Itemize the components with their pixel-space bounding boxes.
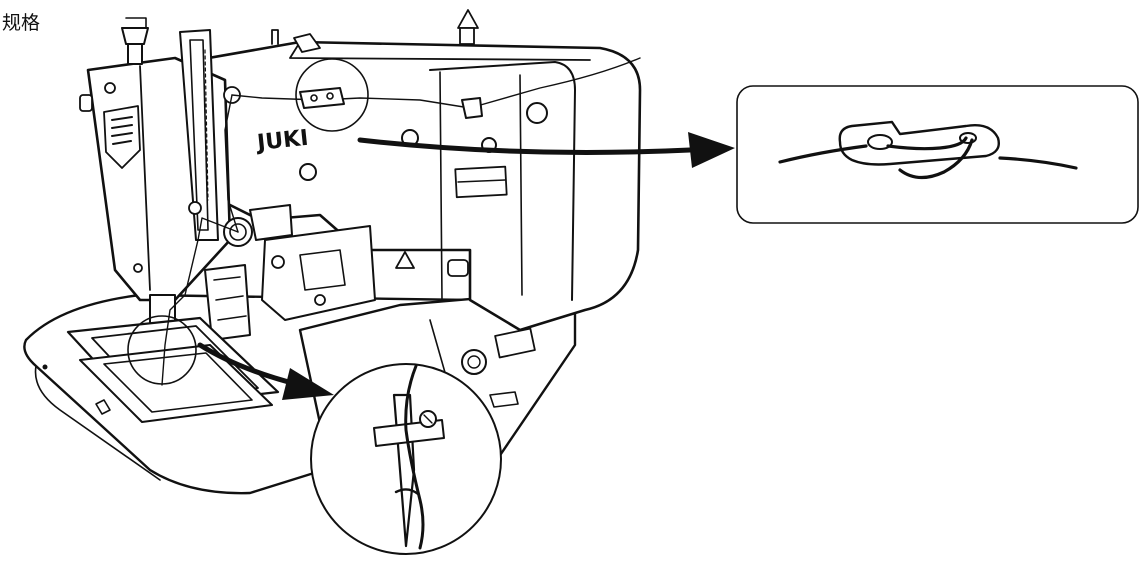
needle-eye-detail <box>310 363 502 555</box>
tension-assembly <box>188 86 376 321</box>
machine-head <box>79 17 232 302</box>
brand-label: JUKI <box>254 126 310 156</box>
thread-guide-detail <box>736 85 1139 224</box>
machine-arm <box>138 9 642 332</box>
page-title: 规格 <box>2 12 41 34</box>
callout-arrow-lower <box>197 342 334 400</box>
highlight-ring-thread-guide <box>295 58 369 132</box>
thread-path <box>161 49 641 386</box>
highlight-ring-needle <box>127 315 197 385</box>
work-clamp <box>66 316 280 423</box>
callout-arrow-upper <box>357 132 735 168</box>
